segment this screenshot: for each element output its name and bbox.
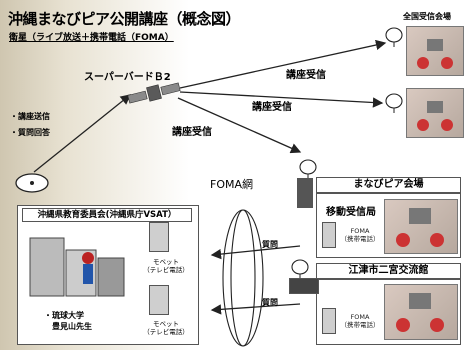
dish-antenna-icon — [291, 259, 309, 279]
dish-antenna-icon — [15, 173, 49, 193]
question-label-1: 質問 — [262, 240, 278, 249]
mobile-phone-icon — [322, 222, 336, 248]
page-title: 沖縄まなびピア公開講座（概念図） — [8, 10, 241, 28]
dish-antenna-icon — [385, 93, 403, 113]
downlink-arrow-1 — [179, 39, 387, 89]
downlink-arrow-2 — [179, 91, 384, 108]
venue-photo-3 — [384, 199, 458, 254]
question-arrow-1 — [210, 245, 301, 260]
receive-label-3: 講座受信 — [172, 127, 212, 138]
receive-label-1: 講座受信 — [286, 70, 326, 81]
mobile-station-label: 移動受信局 — [326, 207, 376, 218]
satellite-label: スーパーバードＢ2 — [84, 72, 171, 83]
question-arrow-2 — [210, 303, 301, 315]
venue-photo-2 — [406, 88, 464, 138]
manabi-venue-label: まなびピア会場 — [316, 177, 461, 193]
foma-phone-label-2: FOMA （携帯電話） — [340, 313, 380, 330]
foma-network-shape — [222, 209, 264, 347]
okinawa-board-label: 沖縄県教育委員会(沖縄県庁VSAT） — [22, 208, 192, 222]
page-subtitle: 衛星（ライブ放送＋携帯電話（FOMA） — [9, 33, 174, 43]
mobet-phone-label-2: モベット （テレビ電話） — [143, 320, 189, 337]
uplink-arrow — [33, 94, 132, 173]
etsu-venue-label: 江津市二宮交流館 — [316, 263, 461, 279]
question-label-2: 質問 — [262, 298, 278, 307]
venue-photo-4 — [384, 284, 458, 340]
receive-label-2: 講座受信 — [252, 102, 292, 113]
receiver-device-icon — [289, 278, 319, 294]
dish-antenna-icon — [385, 27, 403, 47]
note-answer: ・質問回答 — [10, 128, 50, 137]
lecturer-label: ・琉球大学 豊見山先生 — [44, 311, 92, 331]
mobet-phone-label: モベット （テレビ電話） — [143, 258, 189, 275]
note-send: ・講座送信 — [10, 112, 50, 121]
foma-network-label: FOMA網 — [210, 178, 254, 191]
national-venue-label: 全国受信会場 — [403, 12, 451, 21]
receiver-device-icon — [297, 178, 313, 208]
satellite-icon — [127, 82, 181, 104]
venue-photo-1 — [406, 26, 464, 76]
mobile-phone-icon — [322, 308, 336, 334]
office-building-illustration — [29, 237, 125, 297]
videophone-icon — [149, 285, 169, 315]
videophone-icon — [149, 222, 169, 252]
foma-phone-label: FOMA （携帯電話） — [340, 227, 380, 244]
downlink-arrow-3 — [177, 97, 302, 154]
dish-antenna-icon — [299, 159, 317, 179]
